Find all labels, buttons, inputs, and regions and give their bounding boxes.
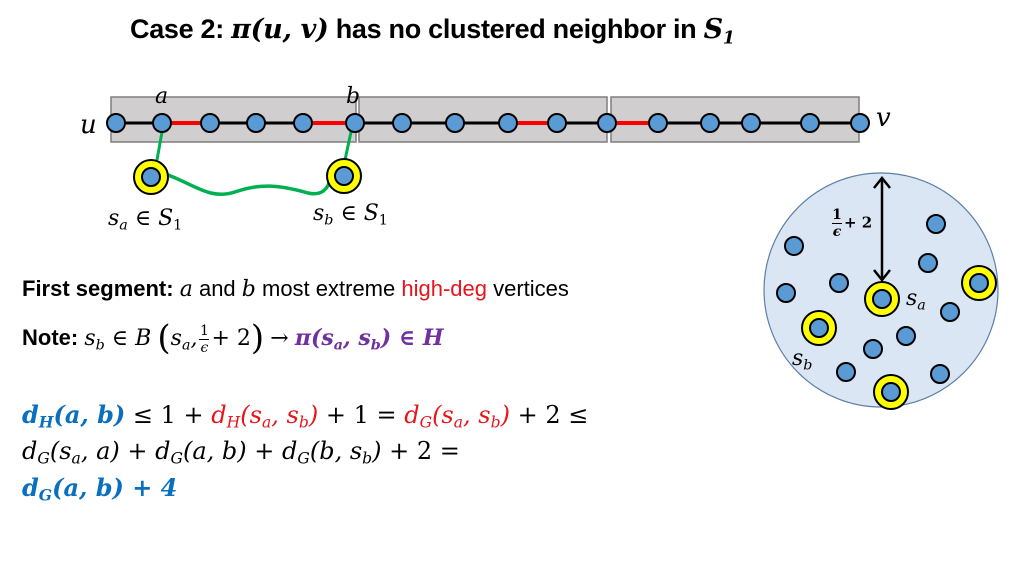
slide-title: Case 2: π(u, v) has no clustered neighbo… bbox=[130, 14, 735, 48]
node bbox=[445, 113, 465, 133]
node bbox=[597, 113, 617, 133]
label-u: u bbox=[80, 110, 97, 140]
node-v bbox=[850, 113, 870, 133]
label-b: b bbox=[346, 84, 361, 109]
node bbox=[648, 113, 668, 133]
node-a bbox=[152, 113, 172, 133]
node bbox=[700, 113, 720, 133]
path-in-H: π(sa, sb) ∈ H bbox=[294, 325, 444, 354]
title-middle: has no clustered neighbor in bbox=[328, 14, 704, 44]
ball-cluster-center bbox=[873, 374, 909, 410]
segment-box-3 bbox=[610, 96, 860, 143]
cluster-center-sb bbox=[326, 158, 362, 194]
node bbox=[741, 113, 761, 133]
title-path-expression: π(u, v) bbox=[231, 14, 329, 45]
node bbox=[392, 113, 412, 133]
label-sa-in-s1: sa ∈ S1 bbox=[108, 206, 183, 234]
label-a: a bbox=[155, 84, 169, 109]
ball-label-sa: sa bbox=[906, 286, 926, 314]
green-edge-b-sb bbox=[343, 131, 353, 161]
radius-arrow-icon bbox=[873, 175, 891, 283]
title-prefix: Case 2: bbox=[130, 14, 232, 44]
path-nodes bbox=[106, 113, 870, 133]
cluster-center-sa bbox=[133, 159, 169, 195]
equation-row-2: dG(sa, a) + dG(a, b) + dG(b, sb) + 2 = bbox=[22, 437, 460, 468]
equation-row-1: dH(a, b) ≤ 1 + dH(sa, sb) + 1 = dG(sa, s… bbox=[22, 400, 589, 432]
high-deg-highlight: high-deg bbox=[401, 276, 487, 301]
node bbox=[293, 113, 313, 133]
ball-label-sb: sb bbox=[792, 346, 813, 374]
node bbox=[246, 113, 266, 133]
first-segment-line: First segment: a and b most extreme high… bbox=[22, 276, 569, 302]
node bbox=[200, 113, 220, 133]
node-u bbox=[106, 113, 126, 133]
label-v: v bbox=[876, 103, 891, 133]
title-set: S1 bbox=[703, 14, 735, 49]
ball-cluster-center bbox=[961, 265, 997, 301]
green-edge-a-sa bbox=[155, 131, 164, 161]
ball-center-sb bbox=[801, 310, 837, 346]
node bbox=[547, 113, 567, 133]
node bbox=[498, 113, 518, 133]
node bbox=[800, 113, 820, 133]
segment-box-1 bbox=[110, 96, 357, 143]
green-path-sa-sb bbox=[167, 171, 334, 196]
first-segment-heading: First segment: bbox=[22, 276, 174, 301]
note-heading: Note: bbox=[22, 325, 79, 350]
node-b bbox=[345, 113, 365, 133]
ball-center-sa bbox=[864, 281, 900, 317]
ball-nodes bbox=[776, 214, 960, 384]
label-sb-in-s1: sb ∈ S1 bbox=[313, 201, 388, 229]
equation-row-3: dG(a, b) + 4 bbox=[22, 473, 178, 505]
